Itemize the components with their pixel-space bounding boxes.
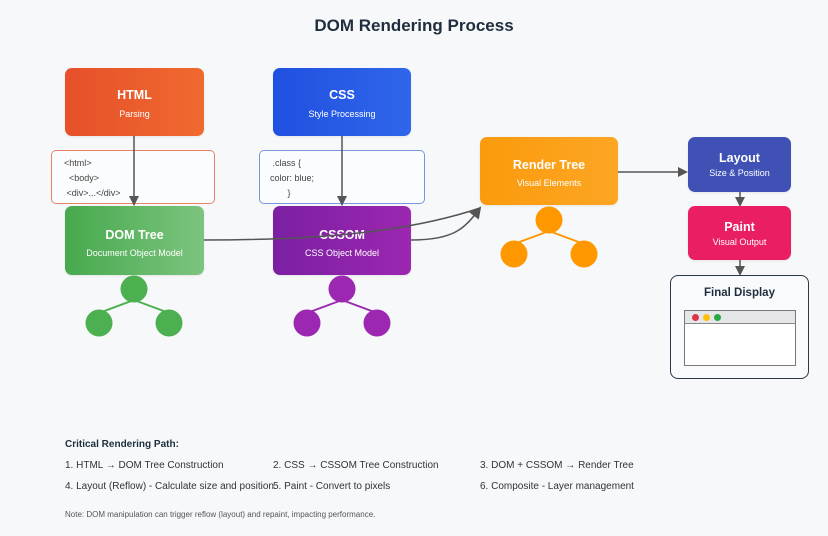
maximize-dot-icon	[714, 313, 721, 321]
html-node-subtitle: Parsing	[119, 109, 150, 119]
critical-path-step: 3. DOM + CSSOM → Render Tree	[480, 460, 634, 471]
cssom-node[interactable]: CSSOM CSS Object Model	[273, 206, 411, 275]
dom-tree-node[interactable]: DOM Tree Document Object Model	[65, 206, 204, 275]
dom-tree-node-subtitle: Document Object Model	[86, 248, 183, 258]
browser-window-icon	[684, 310, 796, 366]
css-code-sample: .class { color: blue; }	[259, 150, 425, 204]
layout-node[interactable]: Layout Size & Position	[688, 137, 791, 192]
html-node-title: HTML	[117, 88, 152, 102]
html-code-line: <div>...</div>	[64, 188, 121, 198]
css-code-line: }	[270, 188, 291, 198]
critical-path-title: Critical Rendering Path:	[65, 439, 179, 450]
css-node-title: CSS	[329, 88, 355, 102]
critical-path-step: 2. CSS → CSSOM Tree Construction	[273, 460, 439, 471]
final-display-title: Final Display	[704, 287, 775, 299]
critical-path-step: 4. Layout (Reflow) - Calculate size and …	[65, 481, 274, 492]
minimize-dot-icon	[703, 313, 710, 321]
cssom-node-title: CSSOM	[319, 228, 365, 242]
render-tree-node-title: Render Tree	[512, 158, 586, 172]
diagram-title: DOM Rendering Process	[314, 16, 514, 35]
performance-note: Note: DOM manipulation can trigger reflo…	[65, 510, 376, 519]
critical-path-step: 1. HTML → DOM Tree Construction	[65, 460, 224, 471]
html-code-line: <html>	[64, 158, 92, 168]
final-display-node[interactable]: Final Display	[670, 275, 809, 379]
browser-title-bar	[685, 311, 795, 324]
layout-node-subtitle: Size & Position	[709, 168, 770, 178]
paint-node-subtitle: Visual Output	[712, 237, 767, 247]
css-node-subtitle: Style Processing	[308, 109, 376, 119]
render-tree-node-subtitle: Visual Elements	[516, 178, 582, 188]
css-code-line: .class {	[270, 158, 302, 168]
html-code-line: <body>	[64, 173, 100, 183]
css-code-line: color: blue;	[270, 173, 315, 183]
paint-node-title: Paint	[724, 220, 755, 234]
cssom-node-subtitle: CSS Object Model	[304, 248, 380, 258]
paint-node[interactable]: Paint Visual Output	[688, 206, 791, 260]
layout-node-title: Layout	[719, 151, 760, 165]
css-node[interactable]: CSS Style Processing	[273, 68, 411, 136]
html-code-sample: <html> <body> <div>...</div>	[51, 150, 215, 204]
html-node[interactable]: HTML Parsing	[65, 68, 204, 136]
render-tree-node[interactable]: Render Tree Visual Elements	[480, 137, 618, 205]
close-dot-icon	[692, 313, 699, 321]
dom-tree-node-title: DOM Tree	[105, 228, 164, 242]
critical-path-step: 5. Paint - Convert to pixels	[273, 481, 391, 492]
critical-path-step: 6. Composite - Layer management	[480, 481, 634, 492]
